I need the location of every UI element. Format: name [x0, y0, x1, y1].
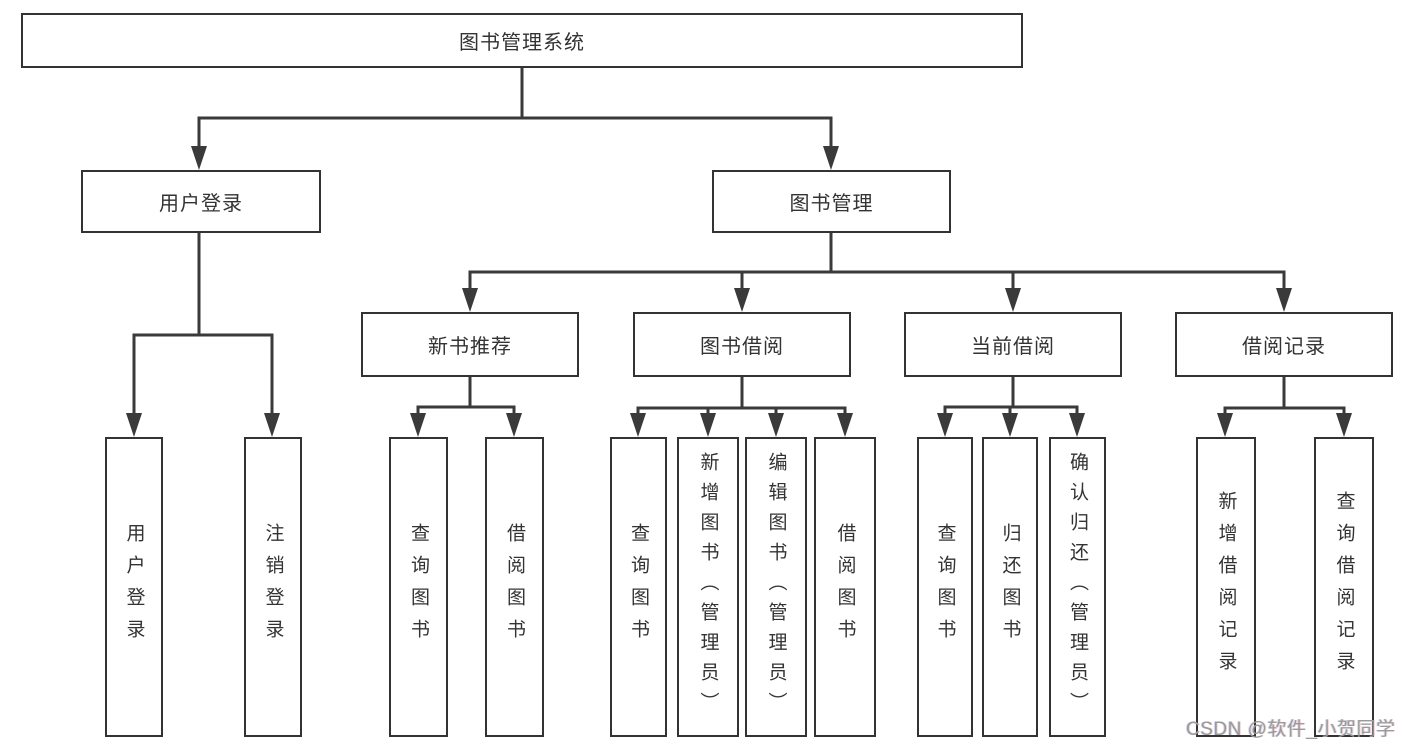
node-new-book-recommend: 新书推荐 — [361, 312, 579, 377]
leaf-add-borrow-record: 新增借阅记录 — [1196, 437, 1256, 737]
leaf-return-books: 归还图书 — [982, 437, 1038, 737]
node-user-login: 用户登录 — [81, 170, 321, 233]
leaf-label: 用户登录 — [123, 523, 145, 651]
node-current-borrow: 当前借阅 — [904, 312, 1122, 377]
arrowheads — [126, 146, 1352, 437]
leaf-label: 注销登录 — [262, 523, 284, 651]
leaf-label: 借阅图书 — [834, 523, 856, 651]
node-book-management: 图书管理 — [712, 170, 951, 233]
leaf-confirm-return-admin: 确认归还（管理员） — [1049, 437, 1106, 737]
leaf-label: 归还图书 — [999, 523, 1021, 651]
leaf-label: 查询图书 — [408, 523, 429, 651]
leaf-borrow-books-recommend: 借阅图书 — [485, 437, 544, 737]
leaf-logout: 注销登录 — [244, 437, 302, 737]
node-root-system: 图书管理系统 — [21, 13, 1023, 68]
leaf-user-login: 用户登录 — [105, 437, 163, 737]
leaf-query-books-recommend: 查询图书 — [389, 437, 448, 737]
leaf-add-books-admin: 新增图书（管理员） — [677, 437, 739, 737]
leaf-label: 查询借阅记录 — [1333, 491, 1355, 683]
leaf-label: 借阅图书 — [504, 523, 525, 651]
leaf-label: 查询图书 — [628, 523, 649, 651]
leaf-label: 确认归还（管理员） — [1067, 452, 1088, 722]
csdn-watermark: CSDN @软件_小贺同学 — [1186, 719, 1396, 740]
leaf-borrow-books: 借阅图书 — [814, 437, 876, 737]
leaf-edit-books-admin: 编辑图书（管理员） — [745, 437, 807, 737]
leaf-query-books-current: 查询图书 — [917, 437, 973, 737]
leaf-query-borrow-record: 查询借阅记录 — [1314, 437, 1374, 737]
leaf-label: 新增借阅记录 — [1215, 491, 1237, 683]
node-book-borrow: 图书借阅 — [633, 312, 851, 377]
leaf-query-books-borrow: 查询图书 — [610, 437, 667, 737]
leaf-label: 编辑图书（管理员） — [765, 452, 787, 722]
leaf-label: 新增图书（管理员） — [697, 452, 719, 722]
leaf-label: 查询图书 — [934, 523, 956, 651]
node-borrow-records: 借阅记录 — [1175, 312, 1393, 377]
